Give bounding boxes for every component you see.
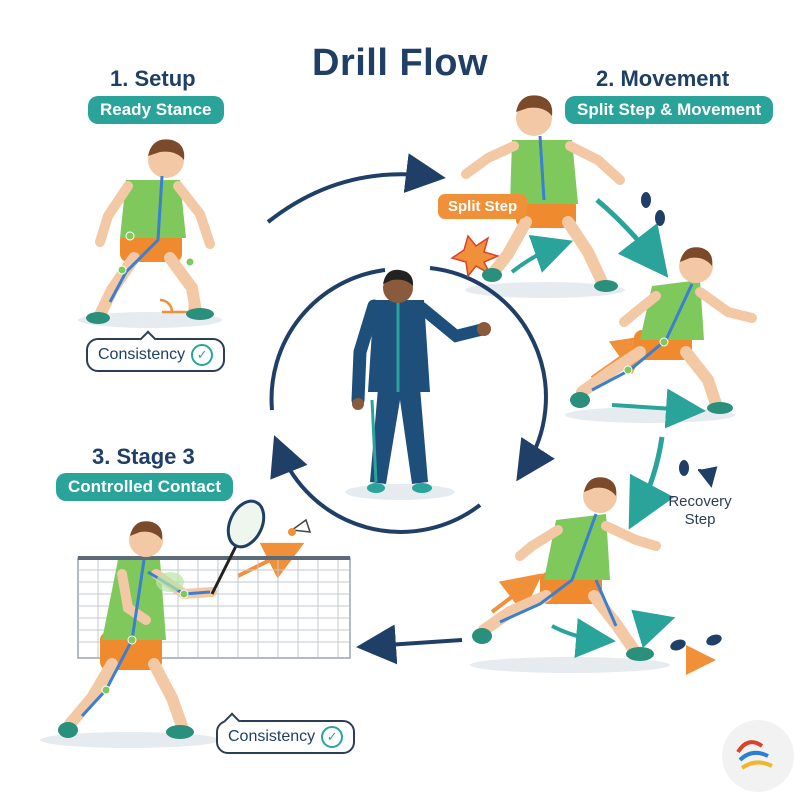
footprints-icon xyxy=(670,634,722,675)
consistency-label-1: Consistency xyxy=(98,346,186,363)
split-step-tag: Split Step xyxy=(438,194,528,219)
teal-arrow-recovery-small xyxy=(631,609,676,649)
teal-arrow-lunge-ground xyxy=(611,388,706,429)
step-1-pill: Ready Stance xyxy=(88,96,224,124)
racket xyxy=(210,499,266,595)
recovery-note-line-2: Step xyxy=(684,511,716,528)
shadow-split xyxy=(465,282,625,298)
angle-marker-icon xyxy=(159,290,192,314)
step-2-pill: Split Step & Movement xyxy=(565,96,774,124)
player-contact xyxy=(58,521,217,739)
flow-arrow-setup-to-movement xyxy=(266,153,446,224)
recovery-step-note: Recovery Step xyxy=(660,493,740,529)
consistency-label-2: Consistency xyxy=(228,728,316,745)
step-3-pill: Controlled Contact xyxy=(56,473,233,501)
teal-arrow-recovery-ground xyxy=(551,618,616,659)
teal-arrow-split-push xyxy=(510,235,574,274)
logo-icon xyxy=(722,720,794,792)
shuttlecock-icon xyxy=(288,518,312,536)
player-recovery xyxy=(472,477,661,661)
orange-arrow-shot xyxy=(237,542,305,579)
recovery-note-line-1: Recovery xyxy=(668,493,732,510)
footprints-icon xyxy=(641,192,665,226)
step-2-title: 2. Movement xyxy=(596,66,730,91)
shadow-coach xyxy=(345,484,455,500)
coach xyxy=(351,269,491,493)
shadow-setup xyxy=(78,312,222,328)
step-3-title: 3. Stage 3 xyxy=(92,444,195,469)
orange-arrow-recovery xyxy=(490,573,543,614)
teal-arrow-split-to-lunge xyxy=(595,198,669,278)
page-title: Drill Flow xyxy=(312,42,488,84)
footprints-icon xyxy=(679,460,718,488)
consistency-bubble-2: Consistency ✓ xyxy=(216,712,356,754)
player-split-step xyxy=(461,95,625,292)
flow-arrow-recovery-to-contact xyxy=(356,624,463,665)
step-1-title: 1. Setup xyxy=(110,66,196,91)
check-icon: ✓ xyxy=(321,726,344,748)
teal-arrow-lunge-to-recovery xyxy=(628,436,675,530)
check-icon: ✓ xyxy=(191,344,214,366)
shadow-recovery xyxy=(470,657,670,673)
consistency-bubble-1: Consistency ✓ xyxy=(86,330,226,372)
player-lunge xyxy=(570,247,757,414)
flow-ring xyxy=(269,266,555,534)
player-setup xyxy=(86,139,215,324)
